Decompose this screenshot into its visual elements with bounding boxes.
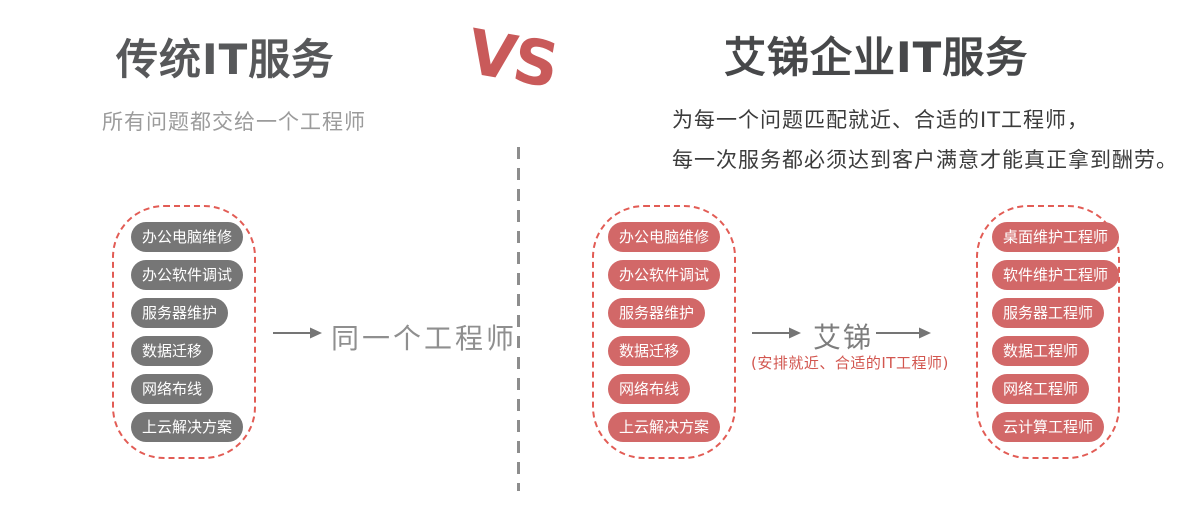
traditional-services-group: 办公电脑维修办公软件调试服务器维护数据迁移网络布线上云解决方案: [112, 205, 256, 459]
service-pill: 上云解决方案: [131, 412, 244, 442]
broker-label: 艾锑: [813, 321, 874, 354]
arrow-right-icon: [752, 327, 801, 339]
engineer-pill: 数据工程师: [992, 336, 1090, 366]
engineer-pill: 桌面维护工程师: [992, 222, 1120, 252]
service-pill: 数据迁移: [131, 336, 214, 366]
engineers-group: 桌面维护工程师软件维护工程师服务器工程师数据工程师网络工程师云计算工程师: [976, 205, 1120, 459]
service-pill: 服务器维护: [131, 298, 229, 328]
left-title: 传统IT服务: [116, 35, 335, 84]
vertical-dashed-divider: [517, 147, 520, 491]
engineer-pill: 软件维护工程师: [992, 260, 1120, 290]
right-subtitle-line-2: 每一次服务都必须达到客户满意才能真正拿到酬劳。: [672, 148, 1177, 172]
service-pill: 办公软件调试: [131, 260, 244, 290]
service-pill: 办公电脑维修: [608, 222, 721, 252]
right-subtitle: 为每一个问题匹配就近、合适的IT工程师， 每一次服务都必须达到客户满意才能真正拿…: [672, 100, 1177, 180]
service-pill: 办公软件调试: [608, 260, 721, 290]
engineer-pill: 云计算工程师: [992, 412, 1105, 442]
arrow-right-icon: [876, 327, 931, 339]
service-pill: 办公电脑维修: [131, 222, 244, 252]
engineer-pill: 服务器工程师: [992, 298, 1105, 328]
engineer-pill: 网络工程师: [992, 374, 1090, 404]
arrow-right-icon: [273, 327, 322, 339]
single-engineer-label: 同一个工程师: [331, 322, 518, 355]
service-pill: 数据迁移: [608, 336, 691, 366]
vs-label: VS: [462, 14, 563, 103]
service-pill: 服务器维护: [608, 298, 706, 328]
service-pill: 网络布线: [608, 374, 691, 404]
broker-note: (安排就近、合适的IT工程师): [751, 354, 949, 372]
service-pill: 网络布线: [131, 374, 214, 404]
service-pill: 上云解决方案: [608, 412, 721, 442]
aiti-services-group: 办公电脑维修办公软件调试服务器维护数据迁移网络布线上云解决方案: [592, 205, 736, 459]
right-title: 艾锑企业IT服务: [724, 33, 1029, 82]
right-subtitle-line-1: 为每一个问题匹配就近、合适的IT工程师，: [672, 108, 1090, 132]
left-subtitle: 所有问题都交给一个工程师: [102, 110, 366, 134]
